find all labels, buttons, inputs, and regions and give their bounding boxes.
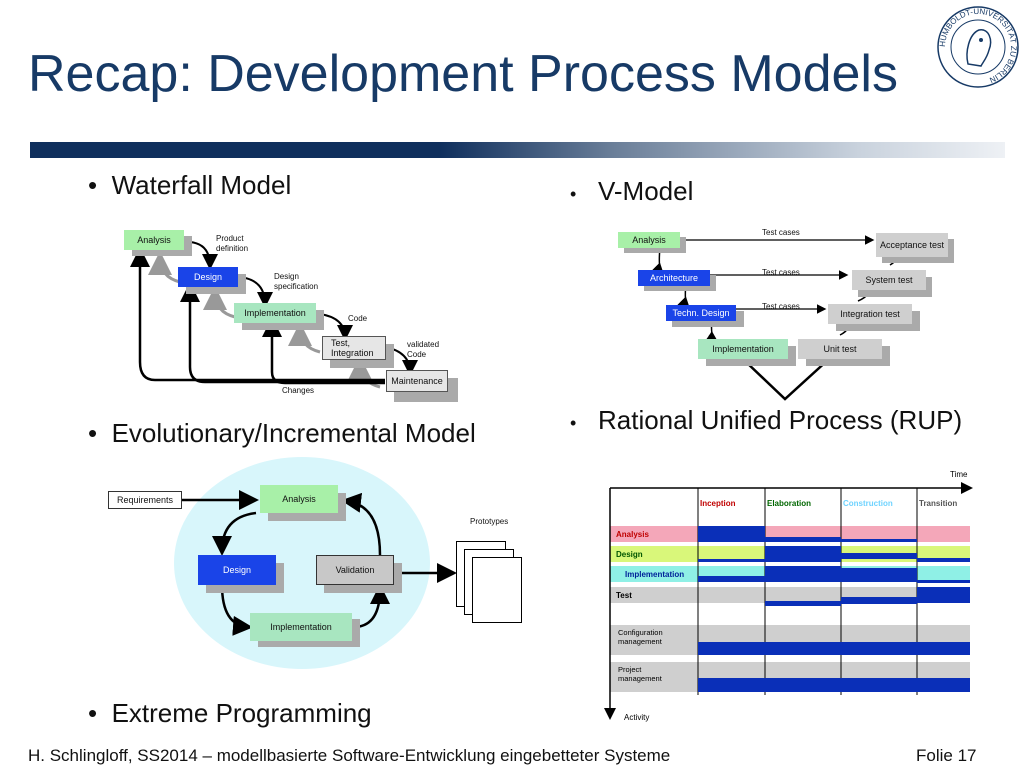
rup-discipline-label: Configuration [618, 628, 663, 637]
bullet-xp: • Extreme Programming [88, 698, 372, 728]
rup-diagram: Inception Elaboration Construction Transiti… [604, 470, 973, 722]
wf-changes: Changes [282, 386, 315, 395]
rup-phase-label: Transition [919, 499, 957, 508]
rup-discipline-label: management [618, 637, 663, 646]
vm-techn-design-box: Techn. Design [666, 305, 736, 321]
evolutionary-diagram: Requirements Analysis Design Validation … [100, 455, 530, 675]
rup-activity-bar [917, 580, 970, 583]
wf-maintenance-box: Maintenance [386, 370, 448, 392]
evo-requirements-box: Requirements [108, 491, 182, 509]
vm-architecture-box: Architecture [638, 270, 710, 286]
rup-activity-bar [841, 539, 917, 542]
wf-product-definition: Product definition [216, 234, 249, 253]
vm-implementation-box: Implementation [698, 339, 788, 359]
rup-activity-bar [841, 597, 917, 604]
rup-activity-bar [698, 576, 765, 582]
rup-activity-bar [698, 559, 765, 562]
evo-prototypes-label: Prototypes [470, 517, 509, 526]
rup-activity-bar [841, 568, 917, 582]
footer-left: H. Schlingloff, SS2014 – modellbasierte … [28, 746, 671, 765]
vm-test-cases-3: Test cases [762, 302, 800, 311]
page-title: Recap: Development Process Models [28, 45, 898, 103]
bullet-rup-text: Rational Unified Process (RUP) [597, 405, 963, 435]
vm-test-cases-2: Test cases [762, 268, 800, 277]
footer-right: Folie 17 [916, 746, 977, 765]
wf-design-specification: Design specification [274, 272, 319, 291]
wf-design-box: Design [178, 267, 238, 287]
wf-test-integration-box: Test, Integration [322, 336, 386, 360]
rup-grid: Inception Elaboration Construction Transiti… [610, 488, 970, 695]
wf-implementation-box: Implementation [234, 303, 316, 323]
evo-analysis-box: Analysis [260, 485, 338, 513]
vm-test-cases-1: Test cases [762, 228, 800, 237]
rup-discipline-label: Implementation [625, 570, 684, 579]
rup-discipline-label: Test [616, 591, 632, 600]
evo-validation-box: Validation [316, 555, 394, 585]
rup-activity-bar [698, 678, 970, 692]
rup-activity-bar [841, 553, 917, 559]
rup-phase-label: Elaboration [767, 499, 811, 508]
wf-analysis-box: Analysis [124, 230, 184, 250]
bullet-evolutionary-text: Evolutionary/Incremental Model [111, 418, 476, 448]
rup-activity-bar [765, 537, 841, 542]
rup-phase-label: Construction [843, 499, 893, 508]
bullet-waterfall-text: Waterfall Model [111, 170, 292, 200]
waterfall-diagram: Analysis Product definition Design Desig… [80, 222, 480, 407]
evo-design-box: Design [198, 555, 276, 585]
rup-activity-label: Activity [624, 713, 649, 722]
bullet-xp-text: Extreme Programming [111, 698, 372, 728]
rup-discipline-label: Analysis [616, 530, 649, 539]
bullet-waterfall: • Waterfall Model [88, 170, 292, 200]
rup-activity-bar [917, 558, 970, 562]
rup-phase-label: Inception [700, 499, 736, 508]
rup-activity-bar [765, 566, 841, 582]
rup-activity-bar [765, 546, 841, 562]
prototype-page [472, 557, 522, 623]
rup-activity-bar [765, 601, 841, 606]
vmodel-diagram: Analysis Architecture Techn. Design Impl… [600, 225, 960, 405]
vm-system-test-box: System test [852, 270, 926, 290]
wf-validated-code: validated Code [407, 340, 440, 359]
vm-integration-test-box: Integration test [828, 304, 912, 324]
rup-discipline-label: Design [616, 550, 643, 559]
rup-discipline-label: management [618, 674, 663, 683]
rup-time-label: Time [950, 470, 968, 479]
vm-unit-test-box: Unit test [798, 339, 882, 359]
title-rule [30, 142, 1005, 158]
university-seal: HUMBOLDT-UNIVERSITÄT ZU BERLIN [937, 6, 1019, 88]
bullet-evolutionary: • Evolutionary/Incremental Model [88, 418, 476, 448]
rup-discipline-label: Project [618, 665, 642, 674]
wf-code: Code [348, 314, 368, 323]
rup-activity-bar [917, 587, 970, 603]
vm-analysis-box: Analysis [618, 232, 680, 248]
bullet-vmodel: • V-Model [570, 176, 694, 206]
bullet-vmodel-text: V-Model [597, 176, 694, 206]
vm-acceptance-test-box: Acceptance test [876, 233, 948, 257]
rup-activity-bar [698, 642, 970, 655]
rup-activity-bar [698, 526, 765, 542]
evo-implementation-box: Implementation [250, 613, 352, 641]
bullet-rup: • Rational Unified Process (RUP) [570, 405, 963, 435]
